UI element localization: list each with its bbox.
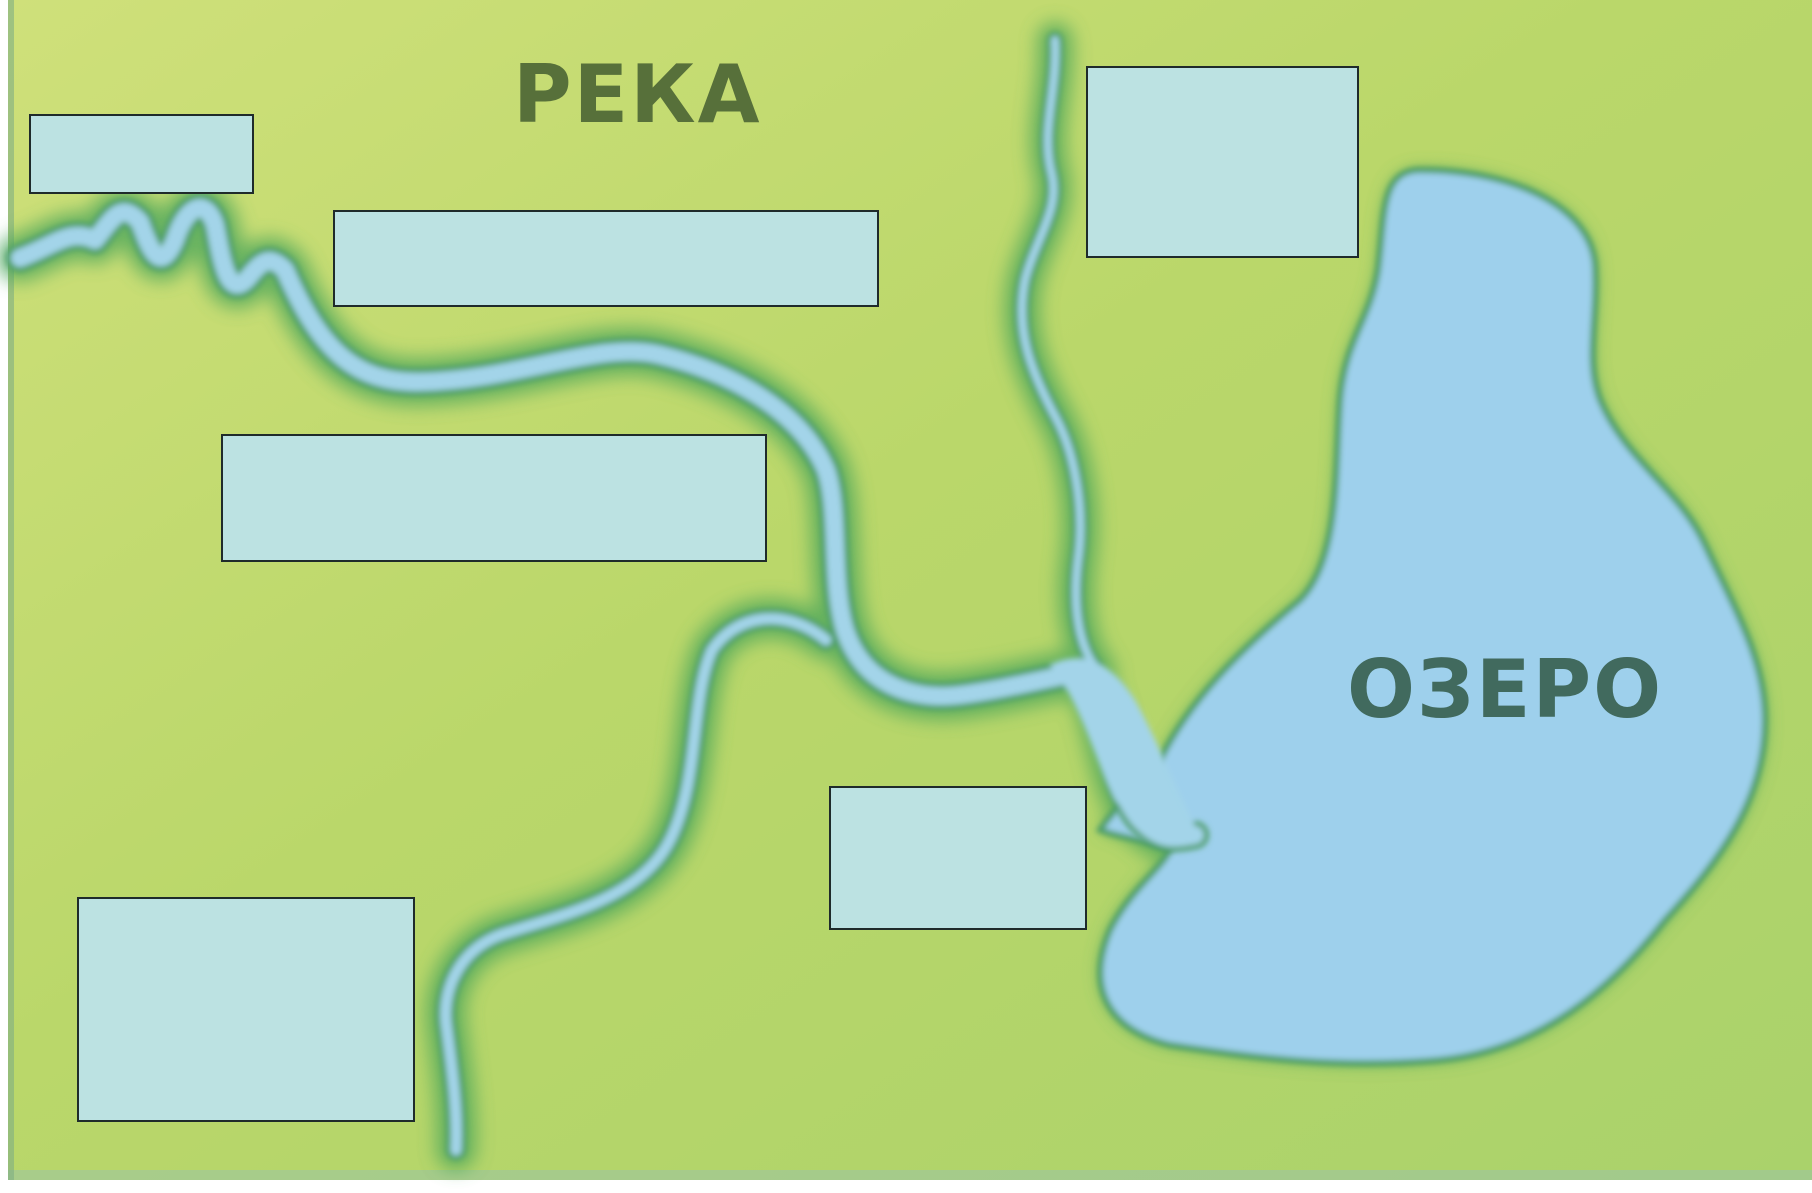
answer-box-2[interactable] <box>333 210 879 307</box>
answer-box-5[interactable] <box>829 786 1087 930</box>
river-label: РЕКА <box>513 55 762 135</box>
answer-box-1[interactable] <box>29 114 254 194</box>
lake-label: ОЗЕРО <box>1347 650 1663 730</box>
answer-box-3[interactable] <box>1086 66 1359 258</box>
answer-box-4[interactable] <box>221 434 767 562</box>
answer-box-6[interactable] <box>77 897 415 1122</box>
